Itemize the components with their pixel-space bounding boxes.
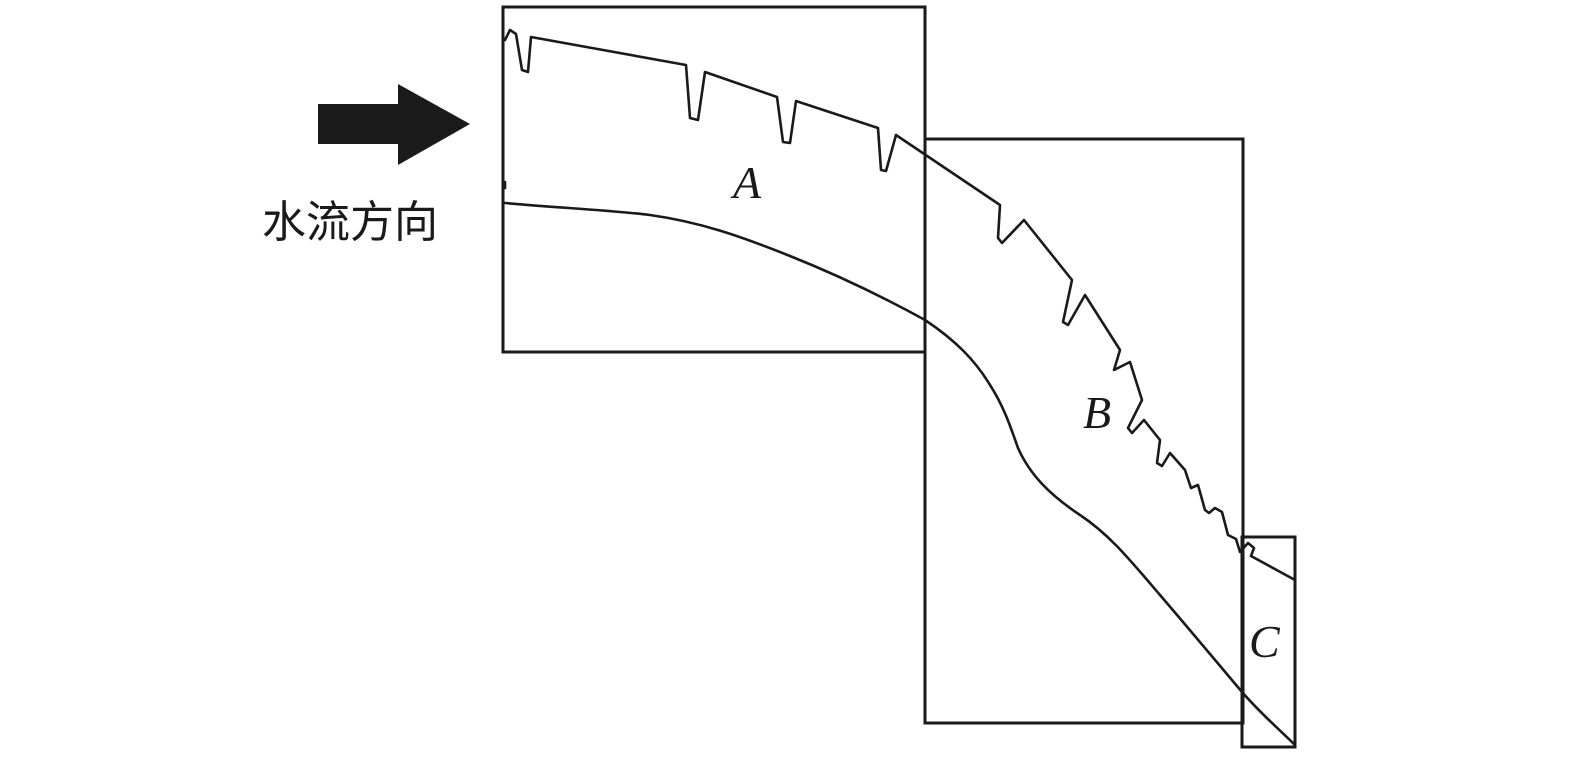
arrow-right-icon [318, 84, 470, 165]
zone-b-label: B [1083, 387, 1111, 438]
zone-a-box [501, 5, 927, 354]
upper-bank-line [503, 28, 1297, 582]
lower-bank-line [503, 201, 1297, 747]
flow-direction-label: 水流方向 [262, 197, 438, 248]
zone-c-box [1240, 535, 1297, 749]
zone-a-label: A [730, 157, 762, 208]
zone-b-box [923, 137, 1245, 725]
zone-c-label: C [1249, 616, 1281, 667]
